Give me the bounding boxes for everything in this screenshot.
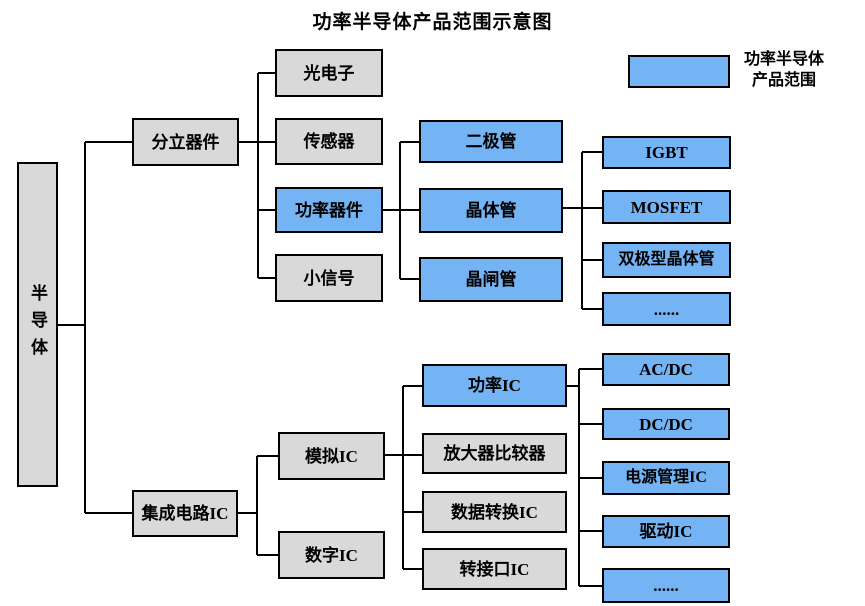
page-title: 功率半导体产品范围示意图	[312, 12, 553, 33]
node-digital-ic: 数字IC	[278, 531, 385, 579]
node-analog-ic: 模拟IC	[278, 432, 385, 480]
legend-line2: 产品范围	[751, 72, 816, 89]
node-thyristor: 晶闸管	[419, 257, 563, 302]
node-integrated-circuit: 集成电路IC	[132, 490, 238, 537]
node-igbt: IGBT	[602, 136, 731, 169]
node-power-management-ic: 电源管理IC	[602, 461, 730, 495]
node-data-conversion-ic: 数据转换IC	[422, 491, 567, 533]
node-power-ic: 功率IC	[422, 364, 567, 407]
legend-line1: 功率半导体	[743, 51, 824, 68]
legend-label: 功率半导体 产品范围	[724, 49, 844, 91]
node-dc-dc: DC/DC	[602, 408, 730, 440]
node-bipolar-transistor: 双极型晶体管	[602, 242, 731, 278]
node-driver-ic: 驱动IC	[602, 515, 730, 548]
node-transistor: 晶体管	[419, 188, 563, 233]
node-diode: 二极管	[419, 120, 563, 163]
node-interface-ic: 转接口IC	[422, 548, 567, 590]
node-discrete-devices: 分立器件	[132, 118, 239, 166]
node-ac-dc: AC/DC	[602, 353, 730, 386]
node-semiconductor: 半导体	[17, 162, 58, 487]
node-optoelectronics: 光电子	[275, 49, 383, 97]
node-mosfet: MOSFET	[602, 190, 731, 224]
node-small-signal: 小信号	[275, 254, 383, 302]
node-ellipsis-discrete: ......	[602, 292, 731, 326]
node-ellipsis-ic: ......	[602, 568, 730, 603]
node-power-devices: 功率器件	[275, 187, 383, 233]
node-amplifier-comparator: 放大器比较器	[422, 433, 567, 474]
node-sensors: 传感器	[275, 118, 383, 165]
legend-swatch	[628, 55, 730, 88]
